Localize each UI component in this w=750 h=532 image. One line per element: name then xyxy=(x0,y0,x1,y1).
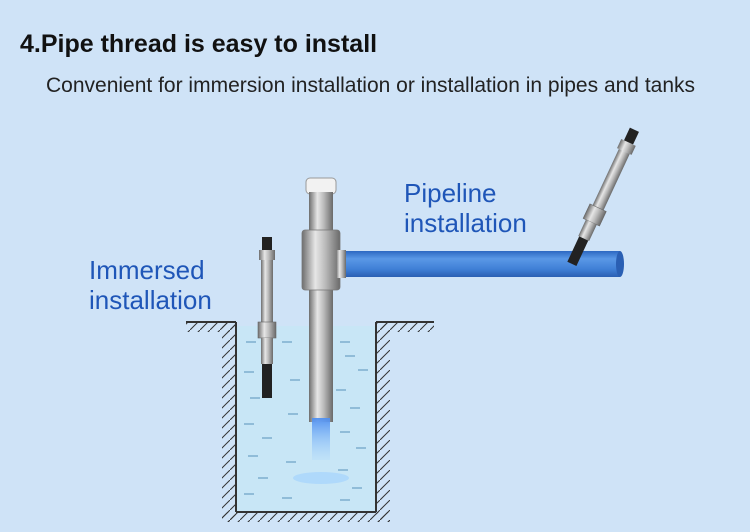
pipeline-sensor-probe xyxy=(567,236,589,266)
pipe-tee-fitting xyxy=(301,229,341,291)
ground-hatch-right xyxy=(376,322,434,332)
tank-floor-hatch xyxy=(222,512,390,522)
immersed-sensor xyxy=(257,237,277,398)
vertical-pipe xyxy=(309,192,333,422)
pipeline-end xyxy=(616,251,624,277)
pipe-cap xyxy=(305,177,337,195)
immersed-sensor-thread xyxy=(257,321,277,339)
sensor-glow xyxy=(312,418,330,460)
page-title: 4.Pipe thread is easy to install xyxy=(20,30,378,58)
immersed-installation-label: Immersed installation xyxy=(89,255,239,315)
immersed-sensor-probe xyxy=(262,364,272,398)
immersed-sensor-neck xyxy=(261,338,273,364)
immersed-sensor-cap xyxy=(259,250,275,260)
immersed-sensor-connector xyxy=(262,237,272,251)
page-subtitle: Convenient for immersion installation or… xyxy=(46,74,696,97)
pipeline-sensor xyxy=(567,127,639,266)
pipeline-label-text: Pipeline installation xyxy=(404,178,527,238)
pipeline-sensor-body xyxy=(592,148,630,211)
water-ripples xyxy=(244,341,368,501)
ground-hatch-left xyxy=(186,322,236,332)
pipeline-sensor-thread xyxy=(582,203,607,227)
pipeline-sensor-connector xyxy=(623,127,639,145)
vertical-pipe-assembly xyxy=(293,177,349,484)
sensor-glow-base xyxy=(293,472,349,484)
pipeline-installation-label: Pipeline installation xyxy=(404,178,554,238)
tank-wall-left-hatch xyxy=(222,322,236,522)
immersed-sensor-body xyxy=(261,260,273,322)
tank-wall-right-hatch xyxy=(376,322,390,522)
immersed-label-text: Immersed installation xyxy=(89,255,212,315)
tank-water xyxy=(236,326,376,512)
tee-outlet xyxy=(336,250,346,278)
pipeline-sensor-neck xyxy=(578,219,597,242)
pipeline-sensor-cap xyxy=(617,139,636,155)
